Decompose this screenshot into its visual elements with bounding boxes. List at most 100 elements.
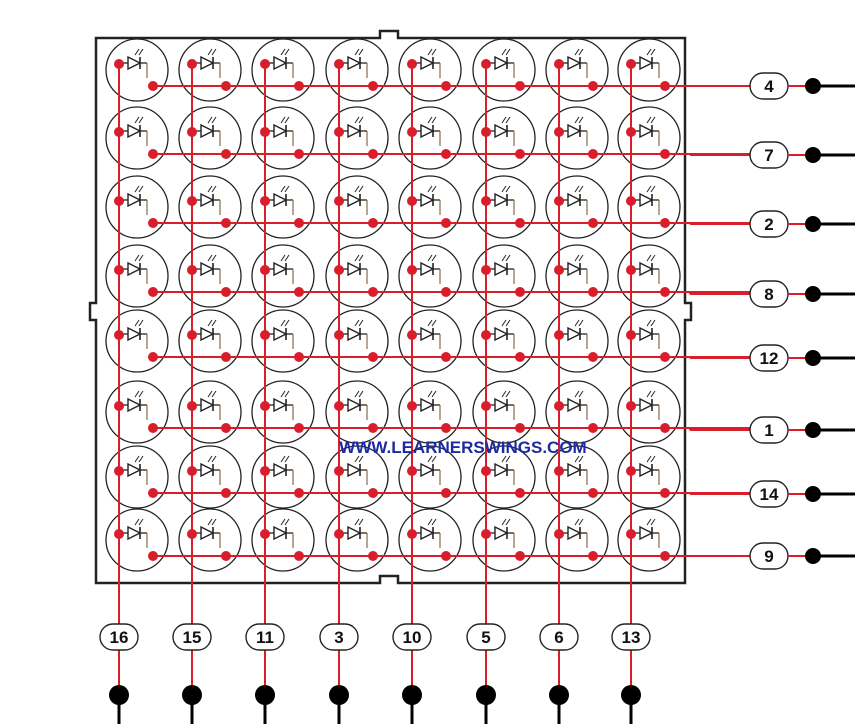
led-diode-icon <box>339 319 368 349</box>
cathode-junction <box>660 81 670 91</box>
anode-junction <box>187 59 197 69</box>
emission-arrow <box>138 455 144 463</box>
led-r5-c2 <box>178 309 242 373</box>
led-diode-icon <box>339 116 368 146</box>
emission-arrow <box>354 48 360 56</box>
led-diode-icon <box>119 319 148 349</box>
led-diode-icon <box>192 116 221 146</box>
anode-junction <box>407 466 417 476</box>
led-r2-c7 <box>545 106 609 170</box>
column-pin-13: 13 <box>611 623 651 724</box>
led-body <box>617 508 681 572</box>
emission-arrow <box>354 185 360 193</box>
column-pin-label: 3 <box>334 628 343 647</box>
emission-arrow <box>280 390 286 398</box>
led-r1-c5 <box>398 38 462 102</box>
led-diode-icon <box>265 518 294 548</box>
led-body <box>251 38 315 102</box>
led-r4-c2 <box>178 244 242 308</box>
led-r8-c8 <box>617 508 681 572</box>
led-body <box>178 38 242 102</box>
led-body <box>105 175 169 239</box>
emission-arrow <box>505 319 511 327</box>
emission-arrow <box>138 116 144 124</box>
row-pin-label: 4 <box>764 77 774 96</box>
watermark-text: WWW.LEARNERSWINGS.COM <box>339 438 586 457</box>
led-body <box>545 106 609 170</box>
emission-arrow <box>280 48 286 56</box>
led-diode-icon <box>265 48 294 78</box>
emission-arrow <box>284 518 290 526</box>
led-r7-c1 <box>105 445 169 509</box>
led-body <box>617 38 681 102</box>
anode-junction <box>554 265 564 275</box>
emission-arrow <box>427 319 433 327</box>
cathode-junction <box>660 423 670 433</box>
led-r5-c4 <box>325 309 389 373</box>
led-r6-c3 <box>251 380 315 444</box>
emission-arrow <box>138 518 144 526</box>
led-body <box>105 244 169 308</box>
row-pin-label: 14 <box>760 485 779 504</box>
emission-arrow <box>427 518 433 526</box>
anode-junction <box>407 265 417 275</box>
cathode-junction <box>588 488 598 498</box>
led-diode-icon <box>486 185 515 215</box>
emission-arrow <box>211 254 217 262</box>
led-r2-c4 <box>325 106 389 170</box>
anode-junction <box>114 529 124 539</box>
anode-junction <box>626 59 636 69</box>
emission-arrow <box>650 455 656 463</box>
emission-arrow <box>501 116 507 124</box>
emission-arrow <box>431 116 437 124</box>
anode-junction <box>481 196 491 206</box>
led-body <box>472 380 536 444</box>
emission-arrow <box>354 455 360 463</box>
emission-arrow <box>134 48 140 56</box>
led-body <box>617 309 681 373</box>
emission-arrow <box>280 116 286 124</box>
cathode-junction <box>221 423 231 433</box>
emission-arrow <box>650 254 656 262</box>
cathode-junction <box>660 287 670 297</box>
led-diode-icon <box>339 48 368 78</box>
anode-junction <box>260 466 270 476</box>
cathode-junction <box>294 287 304 297</box>
led-body <box>472 309 536 373</box>
led-r5-c3 <box>251 309 315 373</box>
emission-arrow <box>578 390 584 398</box>
led-r4-c6 <box>472 244 536 308</box>
led-body <box>325 106 389 170</box>
cathode-junction <box>588 423 598 433</box>
emission-arrow <box>211 116 217 124</box>
anode-junction <box>334 196 344 206</box>
led-body <box>398 38 462 102</box>
anode-junction <box>187 466 197 476</box>
led-diode-icon <box>265 390 294 420</box>
emission-arrow <box>431 185 437 193</box>
emission-arrow <box>138 390 144 398</box>
anode-junction <box>626 466 636 476</box>
led-r8-c6 <box>472 508 536 572</box>
emission-arrow <box>574 48 580 56</box>
row-pin-9: 9 <box>690 542 855 570</box>
emission-arrow <box>650 48 656 56</box>
emission-arrow <box>427 390 433 398</box>
emission-arrow <box>284 319 290 327</box>
cathode-junction <box>660 488 670 498</box>
anode-junction <box>114 265 124 275</box>
cathode-junction <box>368 287 378 297</box>
emission-arrow <box>505 390 511 398</box>
led-body <box>472 244 536 308</box>
anode-junction <box>114 330 124 340</box>
cathode-junction <box>588 551 598 561</box>
emission-arrow <box>358 518 364 526</box>
cathode-junction <box>221 551 231 561</box>
anode-junction <box>554 466 564 476</box>
anode-junction <box>481 59 491 69</box>
led-body <box>251 244 315 308</box>
anode-junction <box>626 401 636 411</box>
anode-junction <box>334 401 344 411</box>
led-body <box>472 508 536 572</box>
